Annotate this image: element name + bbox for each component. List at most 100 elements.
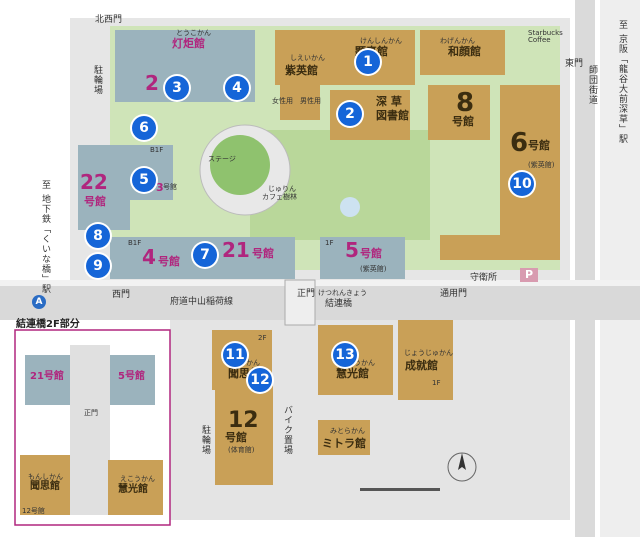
building-6-label: 6 xyxy=(510,128,529,158)
mitora-label: ミトラ館 xyxy=(322,437,366,450)
inset-21-label: 21号館 xyxy=(30,371,64,382)
main-gate-label: 正門 xyxy=(297,289,316,299)
marker-1[interactable]: 1 xyxy=(356,50,380,74)
kenshin-lower-shape xyxy=(280,85,320,120)
marker-2[interactable]: 2 xyxy=(338,102,362,126)
building-4-suffix: 号館 xyxy=(158,255,180,268)
station-a-marker[interactable]: A xyxy=(32,295,46,309)
scale-bar xyxy=(360,488,440,491)
right-strip xyxy=(600,0,640,537)
torch-ruby: とうこかん xyxy=(176,29,211,37)
inset-12-label: 12号館 xyxy=(22,507,45,515)
fountain xyxy=(340,197,360,217)
bicycle-parking-north-label: 駐輪場 xyxy=(92,65,102,95)
inset-21-shape xyxy=(25,355,70,405)
library-line1: 深 草 xyxy=(376,95,402,108)
marker-4[interactable]: 4 xyxy=(225,76,249,100)
stage-label: ステージ xyxy=(208,155,236,163)
compass-needle xyxy=(458,453,466,470)
building-12-suffix: 号館 xyxy=(225,431,247,444)
cafe-ruby: じゅりん xyxy=(268,185,296,193)
kenshin-ruby: けんしんかん xyxy=(360,37,402,45)
joju-ruby: じょうじゅかん xyxy=(404,349,453,357)
marker-7[interactable]: 7 xyxy=(193,243,217,267)
library-line2: 図書館 xyxy=(376,109,409,122)
subway-label: 至 地下鉄「くいな橋」駅 xyxy=(40,180,50,294)
building-12-shape xyxy=(215,385,273,485)
wagan-label: 和顔館 xyxy=(448,45,481,58)
inset-keikou-label: 慧光館 xyxy=(118,484,148,495)
marker-5[interactable]: 5 xyxy=(132,168,156,192)
building-8-shape xyxy=(428,85,490,140)
marker-3[interactable]: 3 xyxy=(165,76,189,100)
building-6-note: (紫英館) xyxy=(528,161,555,169)
building-3-suffix: 号館 xyxy=(163,183,177,191)
marker-11[interactable]: 11 xyxy=(223,343,247,367)
floor-b1f-a: B1F xyxy=(150,146,164,154)
floor-2f: 2F xyxy=(258,334,267,342)
keihan-station-label: 至 京阪「龍谷大前深草」駅 xyxy=(617,20,627,144)
inset-monshi-ruby: もんしかん xyxy=(28,473,63,481)
north-west-gate-label: 北西門 xyxy=(95,15,123,25)
inset-bridge xyxy=(70,345,110,515)
torch-label: 灯炬館 xyxy=(172,37,205,50)
inset-title: 結連橋2F部分 xyxy=(16,319,80,330)
building-5-suffix: 号館 xyxy=(360,247,382,260)
building-6-shape xyxy=(440,85,560,260)
bridge-ruby: けつれんきょう xyxy=(318,289,367,297)
inset-5-shape xyxy=(110,355,155,405)
wagan-ruby: わげんかん xyxy=(440,37,475,45)
kaido-label: 師団街道 xyxy=(587,65,597,105)
east-gate-label: 東門 xyxy=(565,59,584,69)
guard-station-label: 守衛所 xyxy=(470,273,498,283)
sidewalk xyxy=(0,280,640,286)
starbucks-label: Starbucks Coffee xyxy=(528,29,563,44)
building-4-label: 4 xyxy=(142,245,156,269)
parking-shape xyxy=(520,268,538,282)
circle-lawn xyxy=(210,135,270,195)
cafe-label: カフェ樹林 xyxy=(262,193,297,201)
parking-label: P xyxy=(525,268,534,281)
kouken-label: 紫英館 xyxy=(285,64,318,77)
building-12-label: 12 xyxy=(228,408,259,433)
building-8-suffix: 号館 xyxy=(452,115,474,128)
kenshin-shape xyxy=(275,30,415,85)
inset-keikou-shape xyxy=(108,460,163,515)
keikou-ruby: えこうかん xyxy=(340,359,375,367)
marker-12[interactable]: 12 xyxy=(248,368,272,392)
floor-1f: 1F xyxy=(325,239,334,247)
building-3-label: 3 xyxy=(156,181,164,194)
building-22-suffix: 号館 xyxy=(84,195,106,208)
monshi-label: 聞思館 xyxy=(228,367,261,380)
bridge-label: 結連橋 xyxy=(325,299,353,309)
building-5-shape xyxy=(320,237,405,279)
west-gate-label: 西門 xyxy=(112,290,131,300)
joju-label: 成就館 xyxy=(405,359,438,372)
mitora-shape xyxy=(318,420,370,455)
building-5-note: (紫英館) xyxy=(360,265,387,273)
marker-8[interactable]: 8 xyxy=(86,224,110,248)
main-road xyxy=(0,285,640,320)
service-gate-label: 通用門 xyxy=(440,289,468,299)
bike-parking-label: バイク置場 xyxy=(282,405,292,455)
joju-shape xyxy=(398,320,453,400)
building-12-note: (体育館) xyxy=(228,446,255,454)
marker-6[interactable]: 6 xyxy=(132,116,156,140)
inset-5-label: 5号館 xyxy=(118,371,145,382)
inset-keikou-ruby: えこうかん xyxy=(120,475,155,483)
building-22-label: 22 xyxy=(80,170,108,194)
mitora-ruby: みとらかん xyxy=(330,427,365,435)
toilet-women-label: 女性用 xyxy=(272,97,293,105)
toilet-men-label: 男性用 xyxy=(300,97,321,105)
marker-10[interactable]: 10 xyxy=(510,172,534,196)
marker-9[interactable]: 9 xyxy=(86,254,110,278)
inset-monshi-shape xyxy=(20,455,70,515)
inset-main-gate: 正門 xyxy=(84,409,98,417)
marker-13[interactable]: 13 xyxy=(333,343,357,367)
building-8-label: 8 xyxy=(456,88,475,118)
floor-1f-b: 1F xyxy=(432,379,441,387)
wagan-shape xyxy=(420,30,505,75)
floor-b1f-b: B1F xyxy=(128,239,142,247)
